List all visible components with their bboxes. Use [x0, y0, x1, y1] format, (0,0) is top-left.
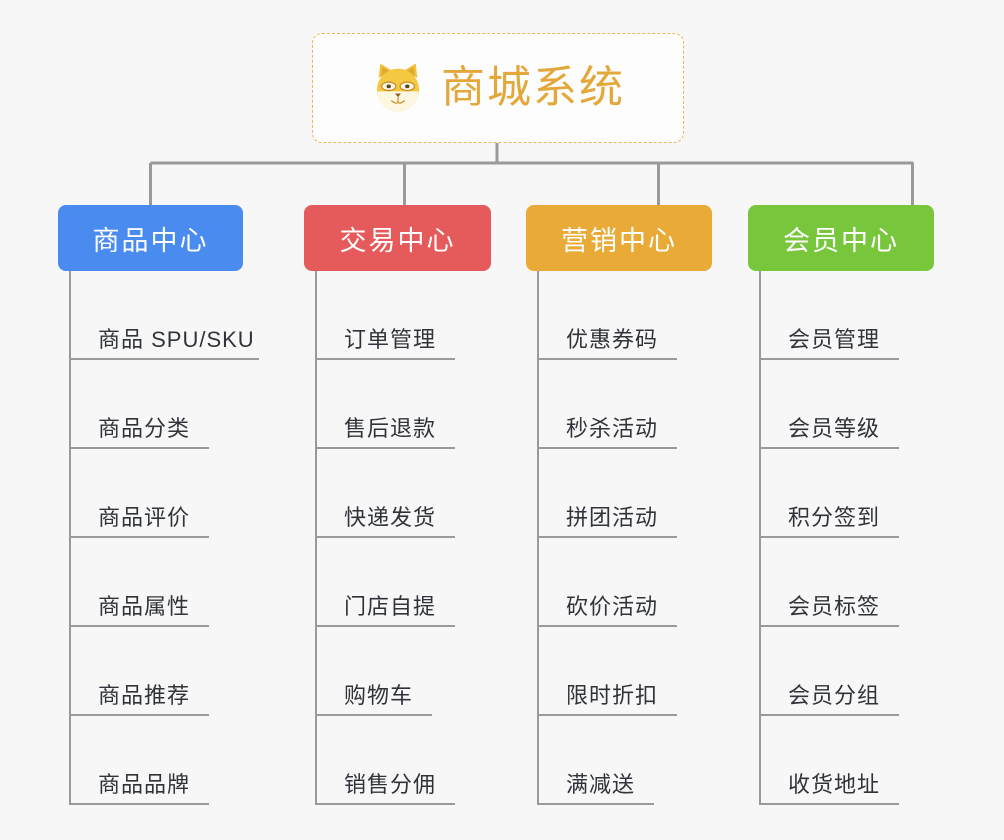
leaf-underline	[759, 447, 899, 449]
category-header-label: 会员中心	[783, 225, 899, 256]
leaf-item[interactable]: 会员管理	[748, 271, 934, 360]
leaf-item-label: 优惠券码	[566, 327, 659, 352]
leaf-item[interactable]: 商品分类	[58, 360, 243, 449]
shiba-inu-icon	[371, 61, 425, 115]
leaf-item[interactable]: 拼团活动	[526, 449, 712, 538]
leaf-item[interactable]: 商品评价	[58, 449, 243, 538]
leaf-item[interactable]: 售后退款	[304, 360, 491, 449]
category-header-1[interactable]: 商品中心	[58, 205, 243, 271]
leaf-item[interactable]: 快递发货	[304, 449, 491, 538]
branch-trunk-line	[69, 271, 71, 805]
category-column: 商品中心商品 SPU/SKU 商品分类商品评价商品属性商品推荐商品品牌	[58, 205, 259, 805]
category-header-label: 交易中心	[339, 225, 456, 256]
leaf-item-label: 秒杀活动	[566, 416, 659, 441]
category-header-4[interactable]: 会员中心	[748, 205, 934, 271]
leaf-item[interactable]: 会员分组	[748, 627, 934, 716]
leaf-item-label: 商品推荐	[98, 683, 191, 708]
leaf-item[interactable]: 积分签到	[748, 449, 934, 538]
leaf-item[interactable]: 商品属性	[58, 538, 243, 627]
leaf-item-label: 门店自提	[344, 594, 437, 619]
leaf-item-label: 订单管理	[344, 327, 437, 352]
root-title: 商城系统	[441, 63, 625, 112]
leaf-item[interactable]: 购物车	[304, 627, 491, 716]
leaf-item-label: 满减送	[566, 772, 636, 797]
leaf-item[interactable]: 销售分佣	[304, 716, 491, 805]
category-column: 交易中心订单管理售后退款快递发货门店自提购物车销售分佣	[304, 205, 491, 805]
root-node[interactable]: 商城系统	[312, 33, 684, 143]
leaf-underline	[315, 358, 455, 360]
leaf-underline	[69, 447, 209, 449]
leaf-item-label: 销售分佣	[344, 772, 437, 797]
leaf-underline	[759, 803, 899, 805]
leaf-underline	[759, 625, 899, 627]
leaf-item[interactable]: 满减送	[526, 716, 712, 805]
leaf-underline	[315, 625, 455, 627]
leaf-item-label: 限时折扣	[566, 683, 659, 708]
leaf-item-label: 购物车	[344, 683, 414, 708]
leaf-underline	[759, 536, 899, 538]
category-header-3[interactable]: 营销中心	[526, 205, 712, 271]
category-column: 营销中心优惠券码秒杀活动拼团活动砍价活动限时折扣满减送	[526, 205, 712, 805]
leaf-item[interactable]: 门店自提	[304, 538, 491, 627]
leaf-item-label: 积分签到	[788, 505, 881, 530]
category-header-2[interactable]: 交易中心	[304, 205, 491, 271]
leaf-underline	[759, 714, 899, 716]
leaf-item[interactable]: 优惠券码	[526, 271, 712, 360]
leaf-item-label: 拼团活动	[566, 505, 659, 530]
leaf-underline	[759, 358, 899, 360]
leaf-underline	[537, 536, 677, 538]
leaf-underline	[69, 536, 209, 538]
leaf-underline	[537, 447, 677, 449]
leaf-item-label: 商品属性	[98, 594, 191, 619]
leaf-item[interactable]: 秒杀活动	[526, 360, 712, 449]
leaf-underline	[69, 625, 209, 627]
leaf-item[interactable]: 会员标签	[748, 538, 934, 627]
branch-trunk-line	[537, 271, 539, 805]
leaf-item[interactable]: 商品 SPU/SKU	[58, 271, 259, 360]
leaf-list: 订单管理售后退款快递发货门店自提购物车销售分佣	[304, 271, 491, 805]
leaf-item-label: 收货地址	[788, 772, 881, 797]
leaf-item[interactable]: 商品品牌	[58, 716, 243, 805]
leaf-item[interactable]: 订单管理	[304, 271, 491, 360]
leaf-underline	[69, 803, 209, 805]
leaf-underline	[315, 714, 432, 716]
leaf-item-label: 快递发货	[344, 505, 437, 530]
leaf-item-label: 商品品牌	[98, 772, 191, 797]
category-header-label: 营销中心	[561, 225, 677, 256]
leaf-underline	[69, 714, 209, 716]
leaf-item-label: 商品评价	[98, 505, 191, 530]
leaf-item-label: 会员管理	[788, 327, 881, 352]
leaf-list: 商品 SPU/SKU 商品分类商品评价商品属性商品推荐商品品牌	[58, 271, 259, 805]
leaf-underline	[315, 447, 455, 449]
leaf-underline	[537, 358, 677, 360]
leaf-underline	[315, 536, 455, 538]
leaf-item-label: 会员标签	[788, 594, 881, 619]
branch-trunk-line	[759, 271, 761, 805]
leaf-list: 优惠券码秒杀活动拼团活动砍价活动限时折扣满减送	[526, 271, 712, 805]
leaf-underline	[537, 714, 677, 716]
leaf-underline	[537, 625, 677, 627]
leaf-underline	[69, 358, 259, 360]
leaf-list: 会员管理会员等级积分签到会员标签会员分组收货地址	[748, 271, 934, 805]
branch-trunk-line	[315, 271, 317, 805]
leaf-item-label: 会员分组	[788, 683, 881, 708]
leaf-item[interactable]: 商品推荐	[58, 627, 243, 716]
leaf-item-label: 砍价活动	[566, 594, 659, 619]
leaf-underline	[315, 803, 455, 805]
leaf-item-label: 售后退款	[344, 416, 437, 441]
leaf-underline	[537, 803, 654, 805]
leaf-item-label: 会员等级	[788, 416, 881, 441]
category-header-label: 商品中心	[92, 225, 209, 256]
category-column: 会员中心会员管理会员等级积分签到会员标签会员分组收货地址	[748, 205, 934, 805]
leaf-item[interactable]: 收货地址	[748, 716, 934, 805]
leaf-item[interactable]: 会员等级	[748, 360, 934, 449]
leaf-item-label: 商品分类	[98, 416, 191, 441]
leaf-item-label: 商品 SPU/SKU	[98, 327, 255, 352]
leaf-item[interactable]: 限时折扣	[526, 627, 712, 716]
leaf-item[interactable]: 砍价活动	[526, 538, 712, 627]
